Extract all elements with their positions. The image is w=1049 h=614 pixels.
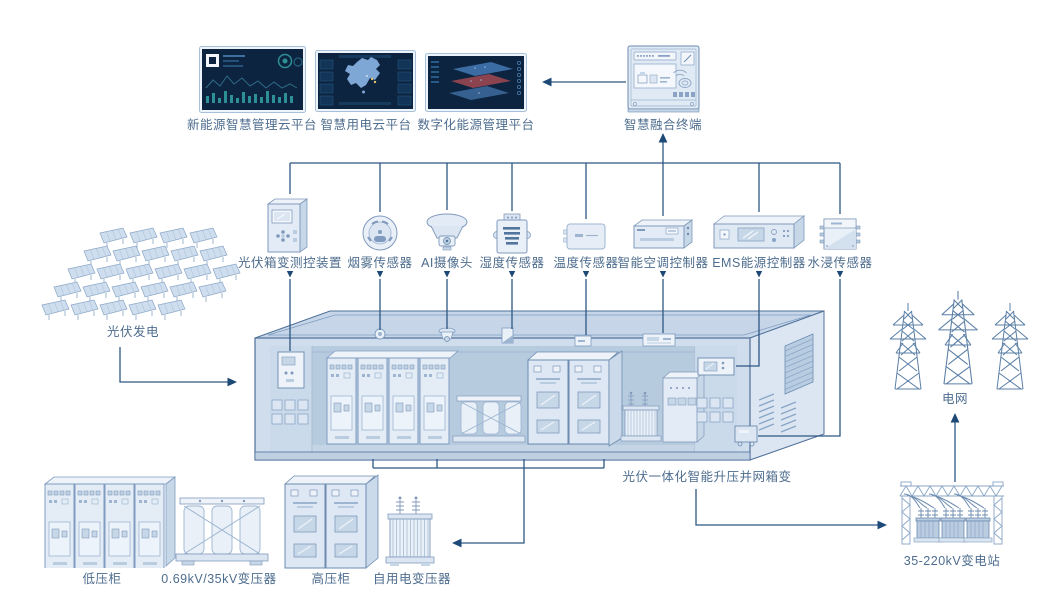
- arrow-to-terminal: [658, 133, 668, 143]
- power-grid-label: 电网: [941, 392, 969, 406]
- terminal-label: 智慧融合终端: [623, 118, 703, 132]
- container-substation-label: 光伏一体化智能升压并网箱变: [622, 470, 792, 484]
- arrow-to-platforms: [542, 77, 552, 87]
- smart-fusion-terminal-icon: [627, 45, 700, 113]
- china-map-screen-icon: [315, 50, 416, 112]
- sensor-mini-arrow: [755, 271, 763, 278]
- substation-gantry-icon: [899, 481, 1004, 545]
- hv-cabinet-icon: [283, 474, 379, 569]
- pv-to-station-line: [119, 347, 229, 383]
- temperature-sensor-icon: [563, 223, 606, 250]
- water-leak-sensor-icon: [819, 218, 861, 250]
- hv-cabinet-label: 高压柜: [311, 572, 351, 586]
- pv-monitoring-cabinet-icon: [266, 198, 309, 253]
- sensor-to-container-lines: [289, 279, 841, 437]
- sensor-mini-arrow: [286, 271, 294, 278]
- dry-transformer-label: 0.69kV/35kV变压器: [161, 572, 277, 586]
- ai-camera-icon: [426, 213, 468, 251]
- smoke-sensor-icon: [362, 215, 398, 251]
- dry-transformer-icon: [175, 497, 269, 566]
- dashboard-screen-icon: [199, 46, 306, 113]
- platform-label-smart-power: 智慧用电云平台: [320, 118, 412, 132]
- arrow-to-substation: [877, 520, 887, 530]
- sensor-label-temperature: 温度传感器: [553, 256, 619, 270]
- lv-cabinet-label: 低压柜: [82, 572, 122, 586]
- sensor-label-ai-camera: AI摄像头: [421, 256, 473, 270]
- lv-cabinet-icon: [43, 476, 177, 568]
- station-to-substation-line: [695, 489, 879, 526]
- substation-label: 35-220kV变电站: [903, 554, 1001, 568]
- arrow-to-grid: [950, 413, 960, 423]
- sensor-label-water-leak: 水浸传感器: [807, 256, 873, 270]
- arrow-to-station: [227, 377, 237, 387]
- data-layers-screen-icon: [425, 53, 527, 112]
- sensor-label-pv-monitoring: 光伏箱变测控装置: [237, 256, 343, 270]
- platform-label-new-energy: 新能源智慧管理云平台: [186, 118, 318, 132]
- pv-generation-label: 光伏发电: [106, 325, 160, 339]
- station-to-aux-transformer-connector: [372, 459, 605, 544]
- ems-controller-icon: [712, 215, 806, 249]
- sensor-mini-arrow: [508, 271, 516, 278]
- oil-transformer-icon: [385, 496, 435, 566]
- oil-transformer-label: 自用电变压器: [372, 572, 452, 586]
- arrow-to-aux-transformer: [452, 538, 462, 548]
- bus-drop-lines: [289, 163, 841, 219]
- sensor-label-ac-controller: 智能空调控制器: [617, 256, 709, 270]
- ac-controller-icon: [632, 219, 694, 249]
- sensor-mini-arrow: [836, 271, 844, 278]
- sensor-label-smoke: 烟雾传感器: [347, 256, 413, 270]
- sensor-mini-arrow: [376, 271, 384, 278]
- humidity-sensor-icon: [493, 213, 531, 254]
- container-substation-icon: [254, 310, 825, 461]
- sensor-label-humidity: 湿度传感器: [479, 256, 545, 270]
- platform-label-digital-energy: 数字化能源管理平台: [417, 118, 535, 132]
- sensor-label-ems: EMS能源控制器: [712, 256, 806, 270]
- sensor-mini-arrow: [582, 271, 590, 278]
- sensor-mini-arrow: [443, 271, 451, 278]
- sensor-mini-arrow: [659, 271, 667, 278]
